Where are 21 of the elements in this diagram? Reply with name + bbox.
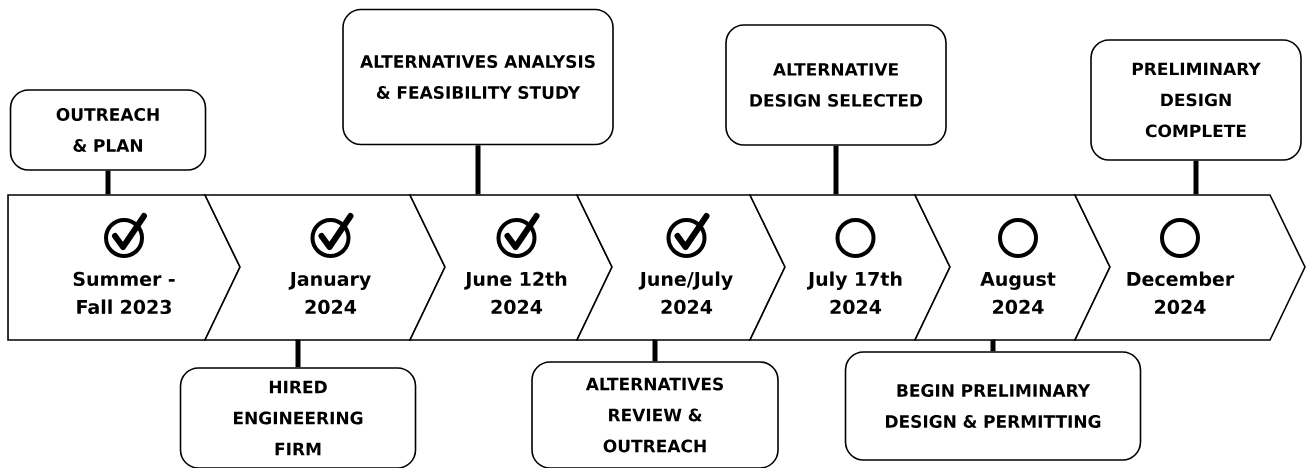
chevron-segment: July 17th 2024: [748, 194, 951, 341]
chevron-segment: June 12th 2024: [408, 194, 613, 341]
connector-line: [833, 145, 839, 195]
callout-box: ALTERNATIVES ANALYSIS & FEASIBILITY STUDY: [342, 8, 614, 146]
chevron-segment: August 2024: [913, 194, 1111, 341]
connector-line: [105, 170, 111, 195]
node-label: December 2024: [1127, 271, 1235, 315]
connector-line: [990, 339, 996, 352]
callout-box: ALTERNATIVES REVIEW & OUTREACH: [531, 361, 779, 468]
connector-line: [652, 339, 658, 362]
connector-line: [475, 145, 481, 195]
connector-line: [1193, 160, 1199, 195]
chevron-segment: December 2024: [1073, 194, 1306, 341]
callout-box: HIRED ENGINEERING FIRM: [179, 367, 417, 468]
callout-box: ALTERNATIVE DESIGN SELECTED: [725, 24, 947, 146]
chevron-segment: June/July 2024: [575, 194, 786, 341]
connector-line: [295, 339, 301, 368]
callout-box: BEGIN PRELIMINARY DESIGN & PERMITTING: [844, 351, 1142, 461]
callout-box: OUTREACH & PLAN: [9, 89, 207, 171]
callout-box: PRELIMINARY DESIGN COMPLETE: [1090, 39, 1302, 161]
chevron-segment: January 2024: [203, 194, 446, 341]
